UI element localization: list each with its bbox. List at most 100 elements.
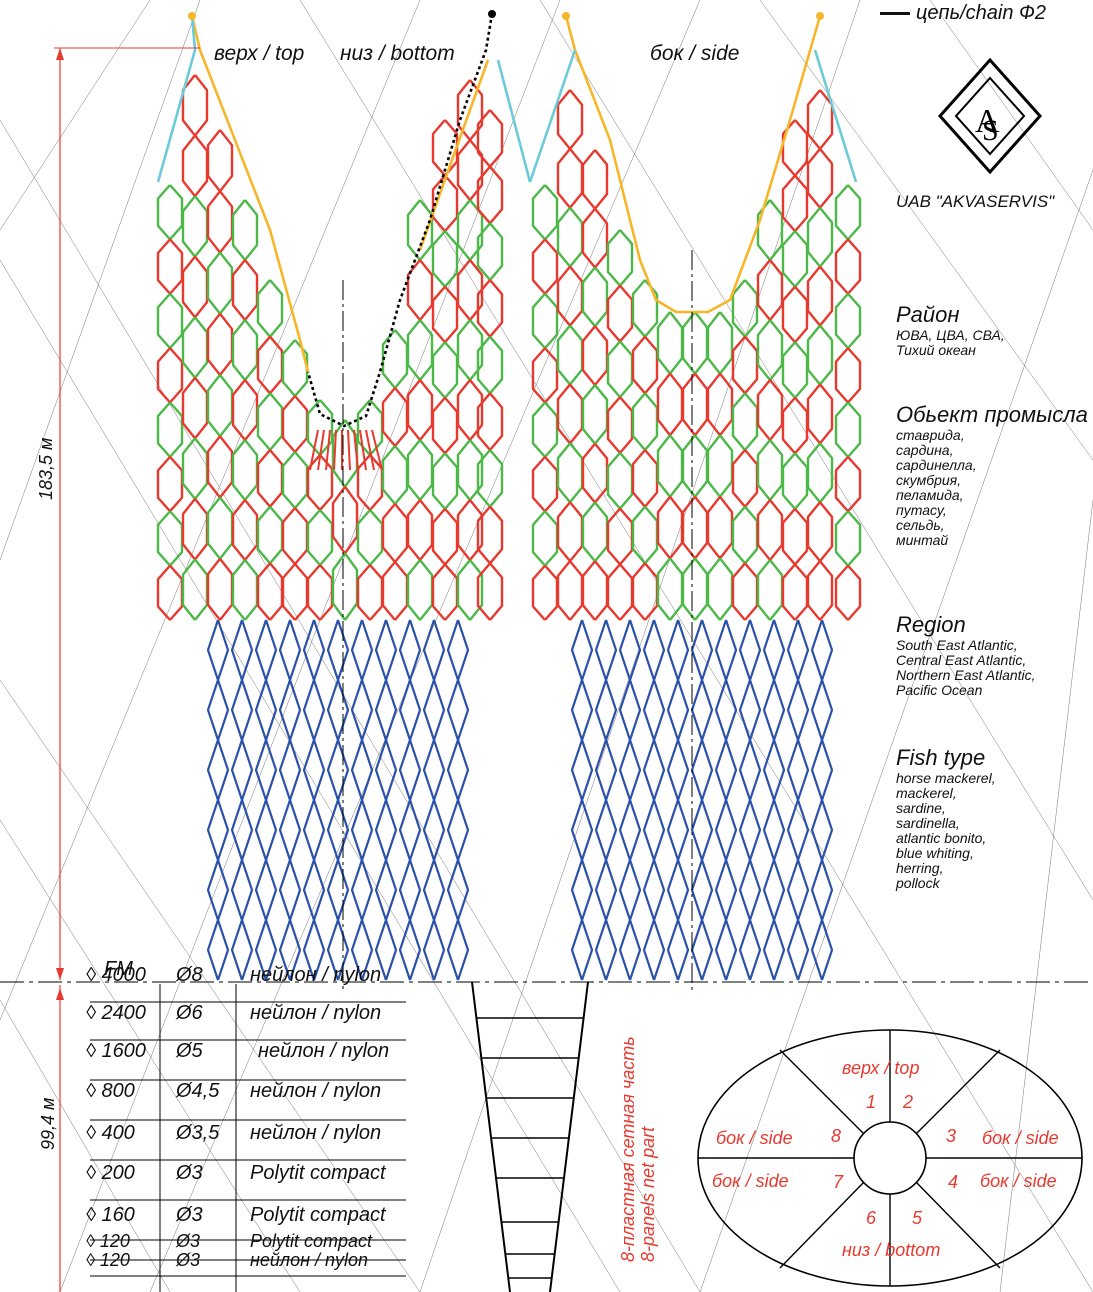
panel-number: 2	[903, 1092, 914, 1112]
hex-mesh-strand	[847, 564, 862, 621]
blue-mesh-strand	[336, 619, 350, 981]
hex-mesh-strand	[781, 508, 796, 566]
side-edge-rope	[564, 15, 822, 314]
hex-mesh-strand	[619, 396, 634, 454]
hex-mesh-strand	[194, 437, 209, 500]
hex-mesh-strand	[806, 383, 821, 445]
mesh-material-cell: нейлон / nylon	[250, 964, 382, 986]
mesh-mesh-cell: ◊ 120	[86, 1250, 130, 1270]
chain-legend-line	[880, 12, 910, 16]
hex-mesh-strand	[419, 259, 434, 321]
hex-mesh-strand	[781, 174, 796, 232]
hex-mesh-strand	[556, 207, 571, 268]
hex-mesh-strand	[769, 439, 784, 501]
section-side-label-ul: бок / side	[716, 1128, 793, 1148]
hex-mesh-strand	[847, 238, 862, 295]
hex-mesh-strand	[756, 379, 771, 441]
hex-mesh-strand	[706, 496, 721, 560]
hex-mesh-strand	[644, 392, 659, 451]
blue-mesh-strand	[408, 619, 422, 981]
hex-mesh-strand	[581, 560, 596, 621]
hex-mesh-strand	[181, 498, 196, 561]
fish-ru-item: ставрида,	[896, 427, 965, 443]
hex-mesh-strand	[181, 377, 196, 440]
hex-mesh-strand	[256, 279, 271, 338]
hex-mesh-strand	[231, 319, 246, 381]
mesh-mesh-cell: ◊ 160	[86, 1204, 135, 1226]
fish-ru-item: путасу,	[896, 502, 947, 518]
hex-mesh-strand	[756, 439, 771, 501]
hex-mesh-strand	[294, 395, 309, 453]
panel-number: 7	[833, 1172, 844, 1192]
hex-mesh-strand	[394, 503, 409, 563]
blue-mesh-strand	[772, 619, 786, 981]
mesh-dia-cell: Ø3	[176, 1204, 203, 1226]
hex-mesh-strand	[531, 401, 546, 458]
blue-mesh-strand	[604, 619, 618, 981]
hex-mesh-strand	[581, 207, 596, 269]
hex-mesh-strand	[669, 311, 684, 375]
hex-mesh-strand	[231, 199, 246, 261]
fish-en-item: blue whiting,	[896, 845, 974, 861]
blue-mesh-strand	[820, 619, 834, 981]
hex-mesh-strand	[169, 292, 184, 349]
hex-mesh-strand	[444, 508, 459, 566]
hex-mesh-strand	[194, 255, 209, 318]
hex-mesh-strand	[794, 396, 809, 455]
hex-mesh-strand	[256, 449, 271, 508]
blue-mesh-strand	[642, 619, 656, 981]
blue-mesh-strand	[570, 619, 584, 981]
hex-mesh-strand	[476, 165, 491, 225]
hex-mesh-strand	[219, 435, 234, 499]
region-en-item: Pacific Ocean	[896, 682, 983, 698]
hex-mesh-strand	[606, 452, 621, 510]
hex-mesh-strand	[206, 435, 221, 499]
mesh-dia-cell: Ø3	[176, 1231, 201, 1251]
hex-mesh-strand	[569, 148, 584, 209]
hex-mesh-strand	[531, 238, 546, 295]
hex-mesh-strand	[306, 509, 321, 566]
hex-mesh-strand	[194, 498, 209, 561]
background-line	[419, 0, 861, 1292]
region-en-title: Region	[896, 612, 966, 637]
hex-mesh-strand	[231, 499, 246, 561]
hex-mesh-strand	[394, 387, 409, 447]
hex-mesh-strand	[331, 485, 346, 555]
blue-mesh-strand	[456, 619, 470, 981]
hex-mesh-strand	[169, 238, 184, 295]
height-lower-label: 99,4 м	[38, 1097, 58, 1150]
hex-mesh-strand	[431, 396, 446, 455]
hex-mesh-strand	[706, 434, 721, 498]
blue-mesh-strand	[580, 619, 594, 981]
hex-mesh-strand	[619, 340, 634, 398]
blue-mesh-strand	[230, 619, 244, 981]
background-line	[59, 0, 561, 1292]
hex-mesh-strand	[406, 199, 421, 261]
hex-mesh-strand	[794, 341, 809, 399]
hex-mesh-strand	[489, 335, 504, 395]
hex-mesh-strand	[156, 292, 171, 349]
hex-mesh-strand	[206, 374, 221, 437]
hex-mesh-strand	[489, 165, 504, 225]
hex-mesh-strand	[281, 451, 296, 509]
hex-mesh-strand	[219, 496, 234, 560]
hex-mesh-strand	[806, 501, 821, 562]
hex-mesh-strand	[744, 392, 759, 451]
region-ru-list: ЮВА, ЦВА, СВА,Тихий океан	[896, 328, 1005, 358]
section-core	[853, 1121, 927, 1195]
hex-mesh-strand	[381, 445, 396, 505]
arrow-head	[56, 48, 64, 60]
hex-mesh-strand	[569, 560, 584, 621]
blue-mesh-strand	[264, 619, 278, 981]
chain-legend-label: цепь/chain Ф2	[916, 2, 1047, 24]
hex-mesh-strand	[489, 392, 504, 451]
hex-mesh-strand	[476, 222, 491, 281]
hex-mesh-strand	[569, 265, 584, 327]
mesh-material-cell: Polytit compact	[250, 1204, 386, 1226]
fish-en-block: Fish type horse mackerel,mackerel,sardin…	[896, 745, 996, 891]
background-line	[0, 0, 201, 561]
section-divider	[779, 1181, 865, 1269]
hex-mesh-strand	[469, 439, 484, 501]
top-edge-rope	[190, 15, 310, 373]
vertical-note-line-2: 8-panels net part	[638, 1126, 658, 1262]
